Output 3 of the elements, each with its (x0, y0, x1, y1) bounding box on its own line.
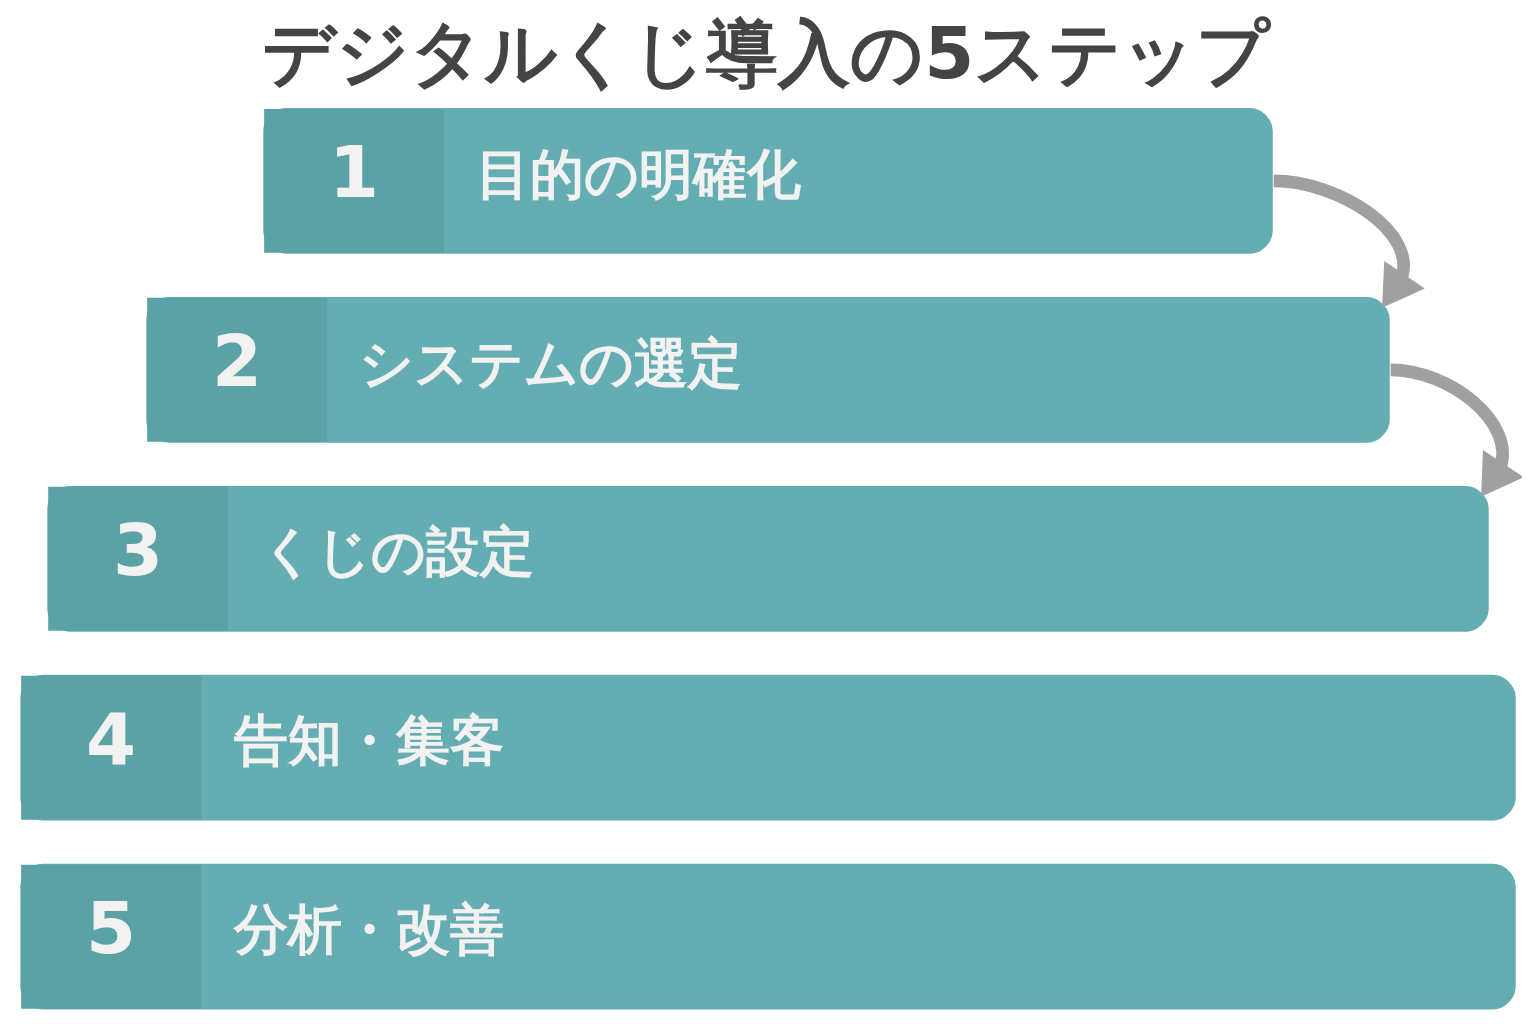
arrow (1390, 363, 1522, 497)
arrow (1273, 174, 1425, 308)
diagram-title: デジタルくじ導入の5ステップ (262, 11, 1271, 96)
